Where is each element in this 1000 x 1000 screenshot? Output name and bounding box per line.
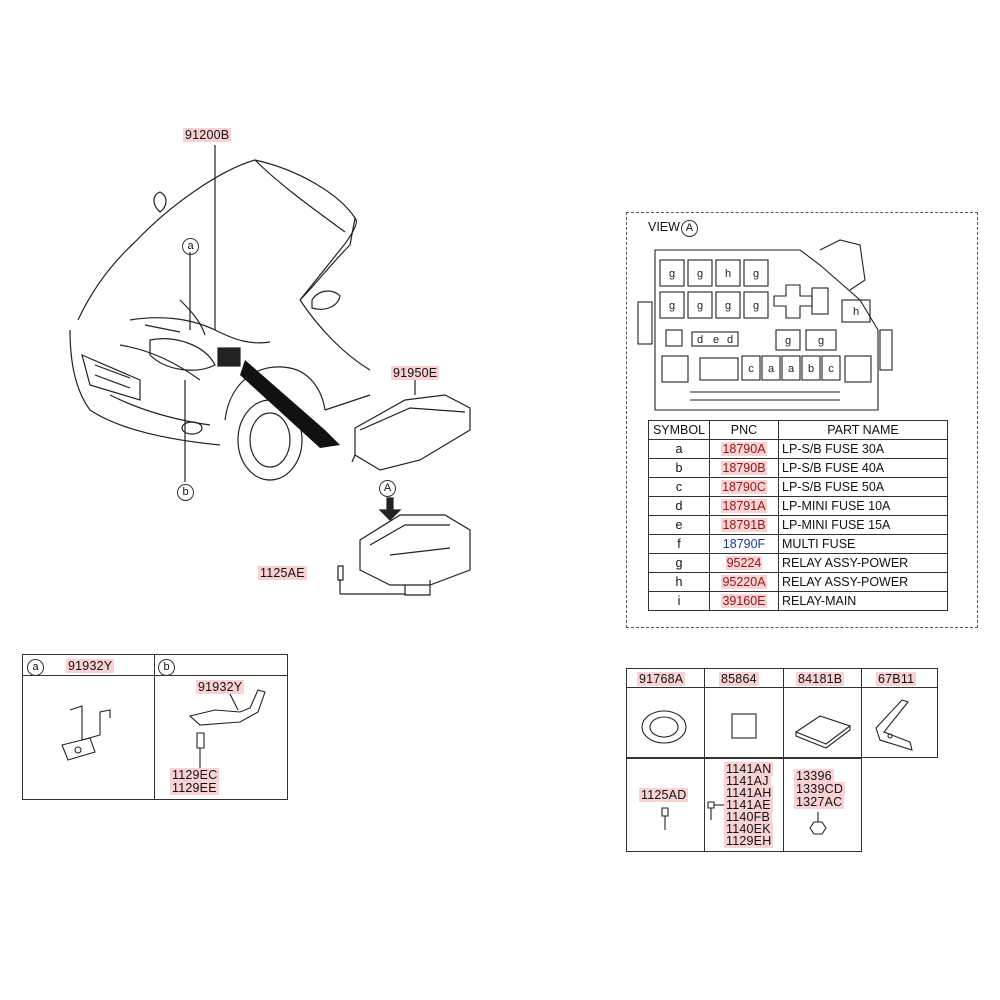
ref-a-circle: a bbox=[182, 236, 199, 255]
pnc-cell[interactable]: 95220A bbox=[709, 572, 779, 592]
part-67b11[interactable]: 67B11 bbox=[876, 672, 917, 686]
grid-divider-1 bbox=[704, 668, 705, 852]
detail-b-screw-1129ec[interactable]: 1129EC bbox=[170, 768, 220, 782]
slot-d-1: d bbox=[697, 334, 703, 346]
part-84181b[interactable]: 84181B bbox=[796, 672, 845, 686]
part-85864[interactable]: 85864 bbox=[719, 672, 759, 686]
pnc-cell[interactable]: 39160E bbox=[709, 591, 779, 611]
callout-1125ae[interactable]: 1125AE bbox=[258, 566, 307, 580]
slot-h-2: h bbox=[853, 306, 859, 318]
detail-a-ref: a bbox=[27, 657, 44, 676]
detail-ab-divider bbox=[154, 654, 155, 800]
header-part-name: PART NAME bbox=[778, 420, 948, 440]
header-pnc: PNC bbox=[709, 420, 779, 440]
detail-ab-header-rule bbox=[22, 654, 288, 676]
slot-g-5: g bbox=[697, 300, 703, 312]
part-1140ek[interactable]: 1140EK bbox=[724, 822, 773, 836]
part-1327ac[interactable]: 1327AC bbox=[794, 795, 845, 809]
view-a-panel bbox=[626, 212, 978, 628]
slot-g-4: g bbox=[669, 300, 675, 312]
grid-divider-3 bbox=[861, 668, 862, 758]
part-name-cell: LP-S/B FUSE 40A bbox=[778, 458, 948, 478]
ref-b-circle: b bbox=[177, 482, 194, 501]
detail-b-screw-1129ee[interactable]: 1129EE bbox=[170, 781, 219, 795]
accessory-grid-bottom bbox=[626, 758, 862, 852]
part-1125ad[interactable]: 1125AD bbox=[639, 788, 689, 802]
part-name-cell: MULTI FUSE bbox=[778, 534, 948, 554]
slot-g-2: g bbox=[697, 268, 703, 280]
pnc-cell[interactable]: 18790A bbox=[709, 439, 779, 459]
symbol-cell: i bbox=[648, 591, 710, 611]
part-1140fb[interactable]: 1140FB bbox=[724, 810, 773, 824]
detail-b-part-91932y[interactable]: 91932Y bbox=[196, 680, 245, 694]
detail-ab-panel bbox=[22, 654, 288, 800]
detail-a-part-91932y[interactable]: 91932Y bbox=[66, 659, 115, 673]
slot-g-1: g bbox=[669, 268, 675, 280]
slot-a-1: a bbox=[768, 363, 775, 375]
part-1339cd[interactable]: 1339CD bbox=[794, 782, 846, 796]
slot-d-2: d bbox=[727, 334, 733, 346]
slot-g-9: g bbox=[818, 335, 824, 347]
slot-g-6: g bbox=[725, 300, 731, 312]
part-91768a[interactable]: 91768A bbox=[637, 672, 686, 686]
slot-h-1: h bbox=[725, 268, 731, 280]
part-1141aj[interactable]: 1141AJ bbox=[724, 774, 771, 788]
part-name-cell: LP-MINI FUSE 10A bbox=[778, 496, 948, 516]
part-name-cell: RELAY-MAIN bbox=[778, 591, 948, 611]
detail-b-ref: b bbox=[158, 657, 175, 676]
slot-c-1: c bbox=[748, 363, 754, 375]
header-symbol: SYMBOL bbox=[648, 420, 710, 440]
slot-c-2: c bbox=[828, 363, 834, 375]
pnc-cell[interactable]: 18791A bbox=[709, 496, 779, 516]
slot-g-8: g bbox=[785, 335, 791, 347]
slot-b-1: b bbox=[808, 363, 814, 375]
slot-a-2: a bbox=[788, 363, 795, 375]
callout-91950e[interactable]: 91950E bbox=[391, 366, 440, 380]
table-header-row: SYMBOL PNC PART NAME bbox=[648, 420, 948, 440]
part-13396[interactable]: 13396 bbox=[794, 769, 834, 783]
part-1141ah[interactable]: 1141AH bbox=[724, 786, 774, 800]
part-name-cell: RELAY ASSY-POWER bbox=[778, 572, 948, 592]
slot-g-3: g bbox=[753, 268, 759, 280]
callout-91200b[interactable]: 91200B bbox=[183, 128, 232, 142]
pnc-cell[interactable]: 18791B bbox=[709, 515, 779, 535]
part-name-cell: LP-S/B FUSE 50A bbox=[778, 477, 948, 497]
view-marker-circle: A bbox=[379, 478, 396, 497]
part-1141an[interactable]: 1141AN bbox=[724, 762, 774, 776]
accessory-grid-top bbox=[626, 668, 938, 758]
part-1129eh[interactable]: 1129EH bbox=[724, 834, 774, 848]
part-name-cell: LP-MINI FUSE 15A bbox=[778, 515, 948, 535]
part-1141ae[interactable]: 1141AE bbox=[724, 798, 773, 812]
pnc-cell[interactable]: 95224 bbox=[709, 553, 779, 573]
slot-g-7: g bbox=[753, 300, 759, 312]
part-name-cell: LP-S/B FUSE 30A bbox=[778, 439, 948, 459]
accessory-header-rule bbox=[626, 668, 938, 688]
slot-e-1: e bbox=[713, 334, 719, 346]
grid-divider-2 bbox=[783, 668, 784, 852]
